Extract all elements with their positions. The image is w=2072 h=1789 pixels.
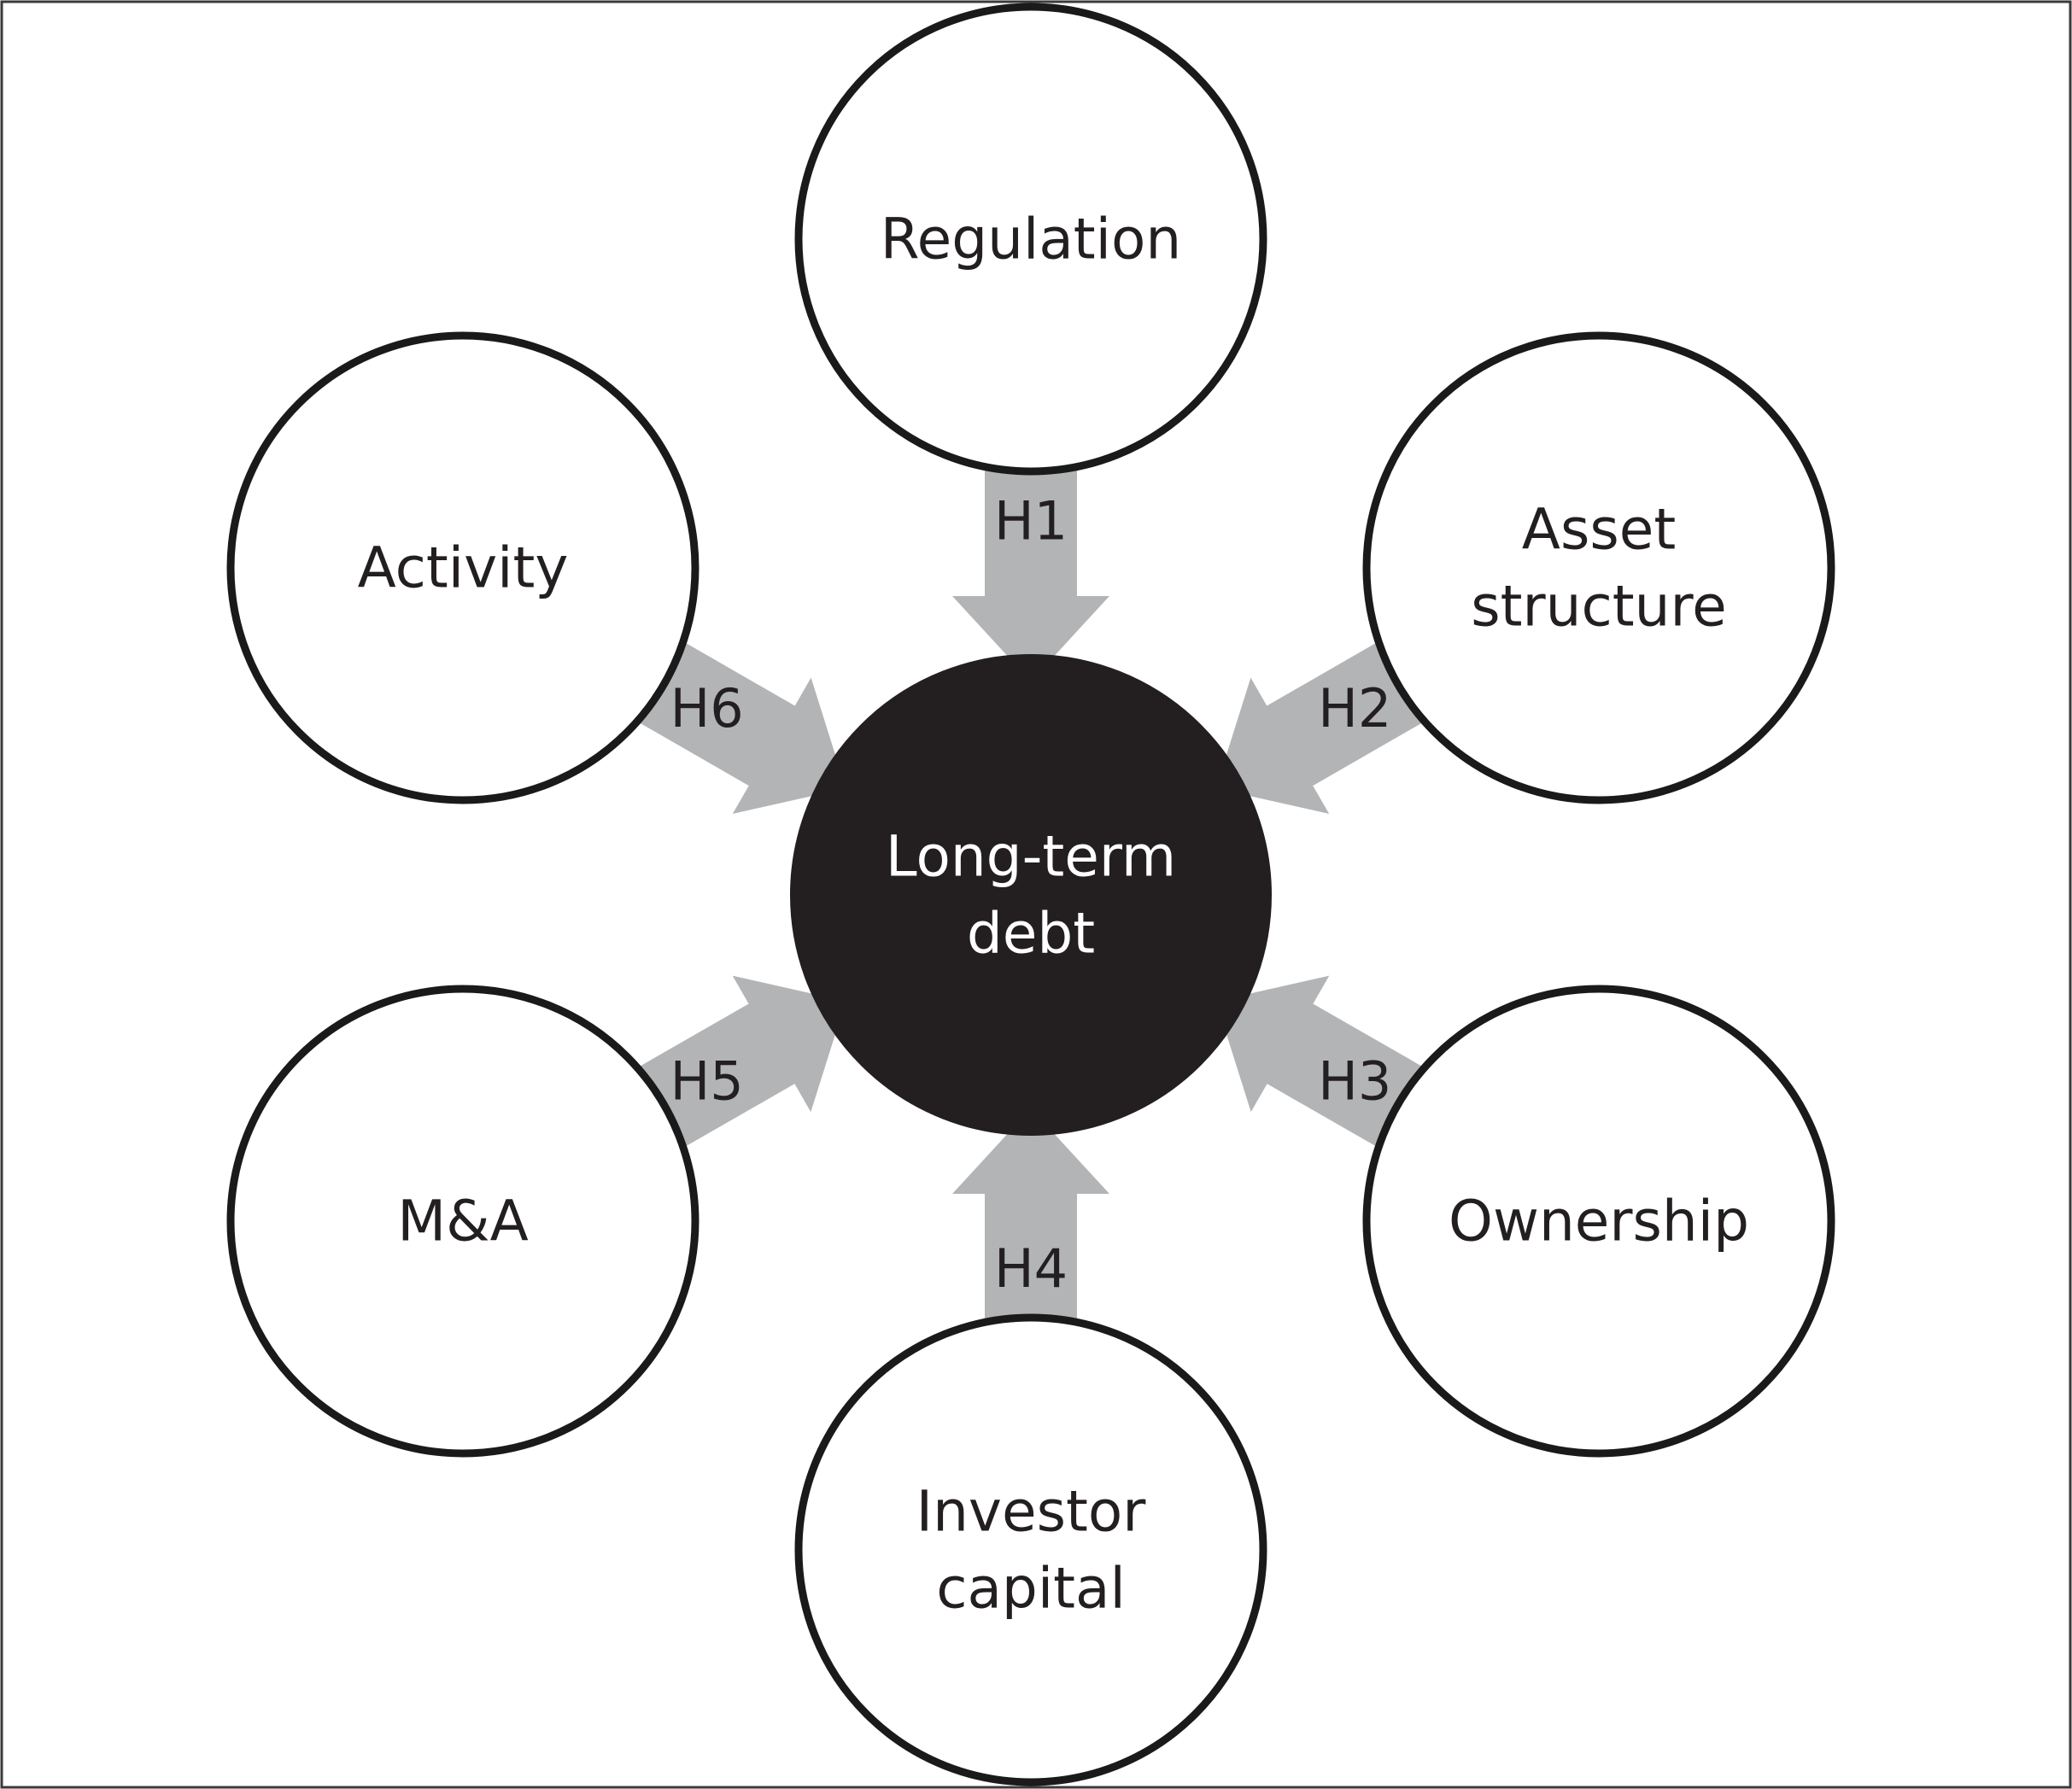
node-circle-activity: [226, 331, 699, 804]
node-investor-capital: Investor capital: [794, 1313, 1267, 1786]
arrow-h5: [618, 975, 846, 1159]
arrow-h3: [1215, 975, 1443, 1159]
node-circle-ownership: [1362, 985, 1835, 1458]
arrows-layer: [618, 446, 1443, 1343]
arrow-h4: [952, 1108, 1109, 1343]
arrow-h2: [1215, 631, 1443, 814]
edge-label-h5: H5: [670, 1049, 744, 1112]
node-circle-asset-structure: [1362, 331, 1835, 804]
node-m-and-a: M&A: [226, 985, 699, 1458]
center-layer: Long-term debt: [790, 654, 1272, 1136]
center-node-label-line-1: Long-term: [886, 824, 1176, 890]
node-ownership: Ownership: [1362, 985, 1835, 1458]
node-label-asset-structure-line-1: Asset: [1522, 497, 1676, 563]
node-asset-structure: Asset structure: [1362, 331, 1835, 804]
node-circle-m-and-a: [226, 985, 699, 1458]
center-node-label-line-2: debt: [967, 901, 1095, 967]
edge-label-h2: H2: [1318, 677, 1391, 740]
edge-label-h1: H1: [994, 490, 1068, 552]
node-label-regulation-line-1: Regulation: [881, 207, 1181, 272]
node-regulation: Regulation: [794, 3, 1267, 476]
node-circle-regulation: [794, 3, 1267, 476]
node-label-investor-capital-line-2: capital: [936, 1556, 1126, 1622]
node-label-investor-capital-line-1: Investor: [916, 1479, 1147, 1545]
edge-label-h6: H6: [670, 677, 744, 740]
edge-label-h3: H3: [1318, 1049, 1391, 1112]
node-circle-investor-capital: [794, 1313, 1267, 1786]
arrow-h1: [952, 446, 1109, 681]
node-label-ownership-line-1: Ownership: [1449, 1189, 1749, 1254]
arrow-h6: [618, 631, 846, 814]
center-node-long-term-debt: [790, 654, 1272, 1136]
edge-label-h4: H4: [994, 1237, 1068, 1300]
node-label-activity-line-1: Activity: [358, 535, 569, 601]
node-label-asset-structure-line-2: structure: [1471, 574, 1727, 640]
node-label-m-and-a-line-1: M&A: [397, 1189, 529, 1254]
node-activity: Activity: [226, 331, 699, 804]
